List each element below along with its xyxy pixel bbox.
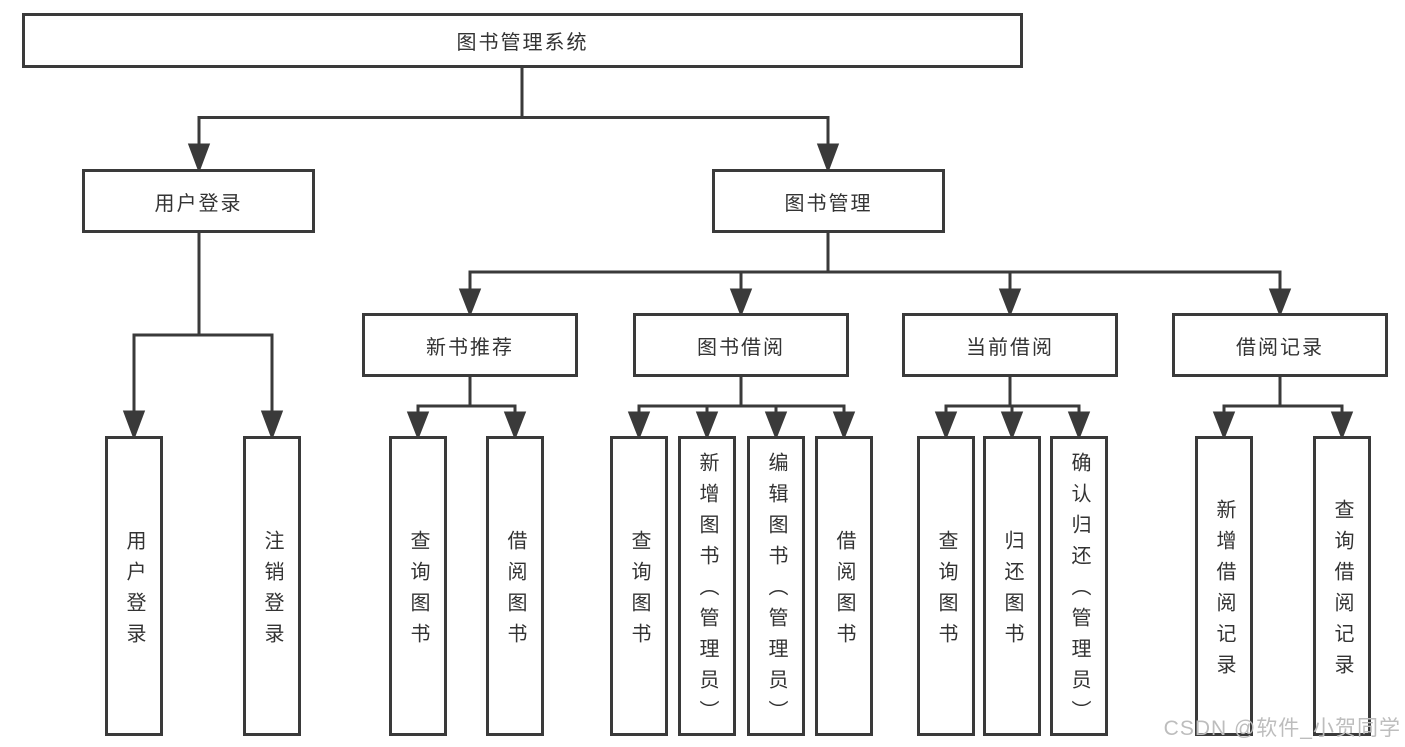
node-logout-leaf: 注销登录 bbox=[243, 436, 301, 736]
arrowhead bbox=[1212, 411, 1236, 441]
connector-book-borrow-children bbox=[627, 377, 856, 441]
arrowhead bbox=[816, 143, 840, 174]
arrowhead bbox=[260, 410, 284, 441]
connector-root-to-level2 bbox=[187, 68, 840, 174]
arrowhead bbox=[729, 288, 753, 318]
arrowhead bbox=[503, 411, 527, 441]
node-query-book-recommend: 查询图书 bbox=[389, 436, 447, 736]
arrowhead bbox=[934, 411, 958, 441]
node-book-borrowing: 图书借阅 bbox=[633, 313, 849, 377]
connector-user-login-children bbox=[122, 233, 284, 441]
node-new-book-recommend: 新书推荐 bbox=[362, 313, 578, 377]
node-edit-book-admin: 编辑图书（管理员） bbox=[747, 436, 805, 736]
connector-book-mgmt-children bbox=[458, 233, 1292, 318]
node-borrow-book-recommend: 借阅图书 bbox=[486, 436, 544, 736]
arrowhead bbox=[458, 288, 482, 318]
node-confirm-return-admin: 确认归还（管理员） bbox=[1050, 436, 1108, 736]
node-query-borrow-record: 查询借阅记录 bbox=[1313, 436, 1371, 736]
arrowhead bbox=[1000, 411, 1024, 441]
arrowhead bbox=[695, 411, 719, 441]
node-library-system-root: 图书管理系统 bbox=[22, 13, 1023, 68]
node-add-borrow-record: 新增借阅记录 bbox=[1195, 436, 1253, 736]
node-current-borrowing: 当前借阅 bbox=[902, 313, 1118, 377]
connector-current-borrow-children bbox=[934, 377, 1091, 441]
arrowhead bbox=[406, 411, 430, 441]
node-borrowing-records: 借阅记录 bbox=[1172, 313, 1388, 377]
connector-borrow-record-children bbox=[1212, 377, 1354, 441]
node-book-management: 图书管理 bbox=[712, 169, 945, 233]
arrowhead bbox=[1067, 411, 1091, 441]
arrowhead bbox=[1268, 288, 1292, 318]
arrowhead bbox=[998, 288, 1022, 318]
node-query-book-borrowing: 查询图书 bbox=[610, 436, 668, 736]
arrowhead bbox=[764, 411, 788, 441]
node-query-book-current: 查询图书 bbox=[917, 436, 975, 736]
arrowhead bbox=[122, 410, 146, 441]
watermark: CSDN @软件_小贺同学 bbox=[1163, 717, 1401, 740]
node-return-book: 归还图书 bbox=[983, 436, 1041, 736]
arrowhead bbox=[1330, 411, 1354, 441]
arrowhead bbox=[187, 143, 211, 174]
arrowhead bbox=[627, 411, 651, 441]
connector-new-book-children bbox=[406, 377, 527, 441]
node-user-login: 用户登录 bbox=[82, 169, 315, 233]
node-borrow-book-borrowing: 借阅图书 bbox=[815, 436, 873, 736]
node-add-book-admin: 新增图书（管理员） bbox=[678, 436, 736, 736]
arrowhead bbox=[832, 411, 856, 441]
node-user-login-leaf: 用户登录 bbox=[105, 436, 163, 736]
